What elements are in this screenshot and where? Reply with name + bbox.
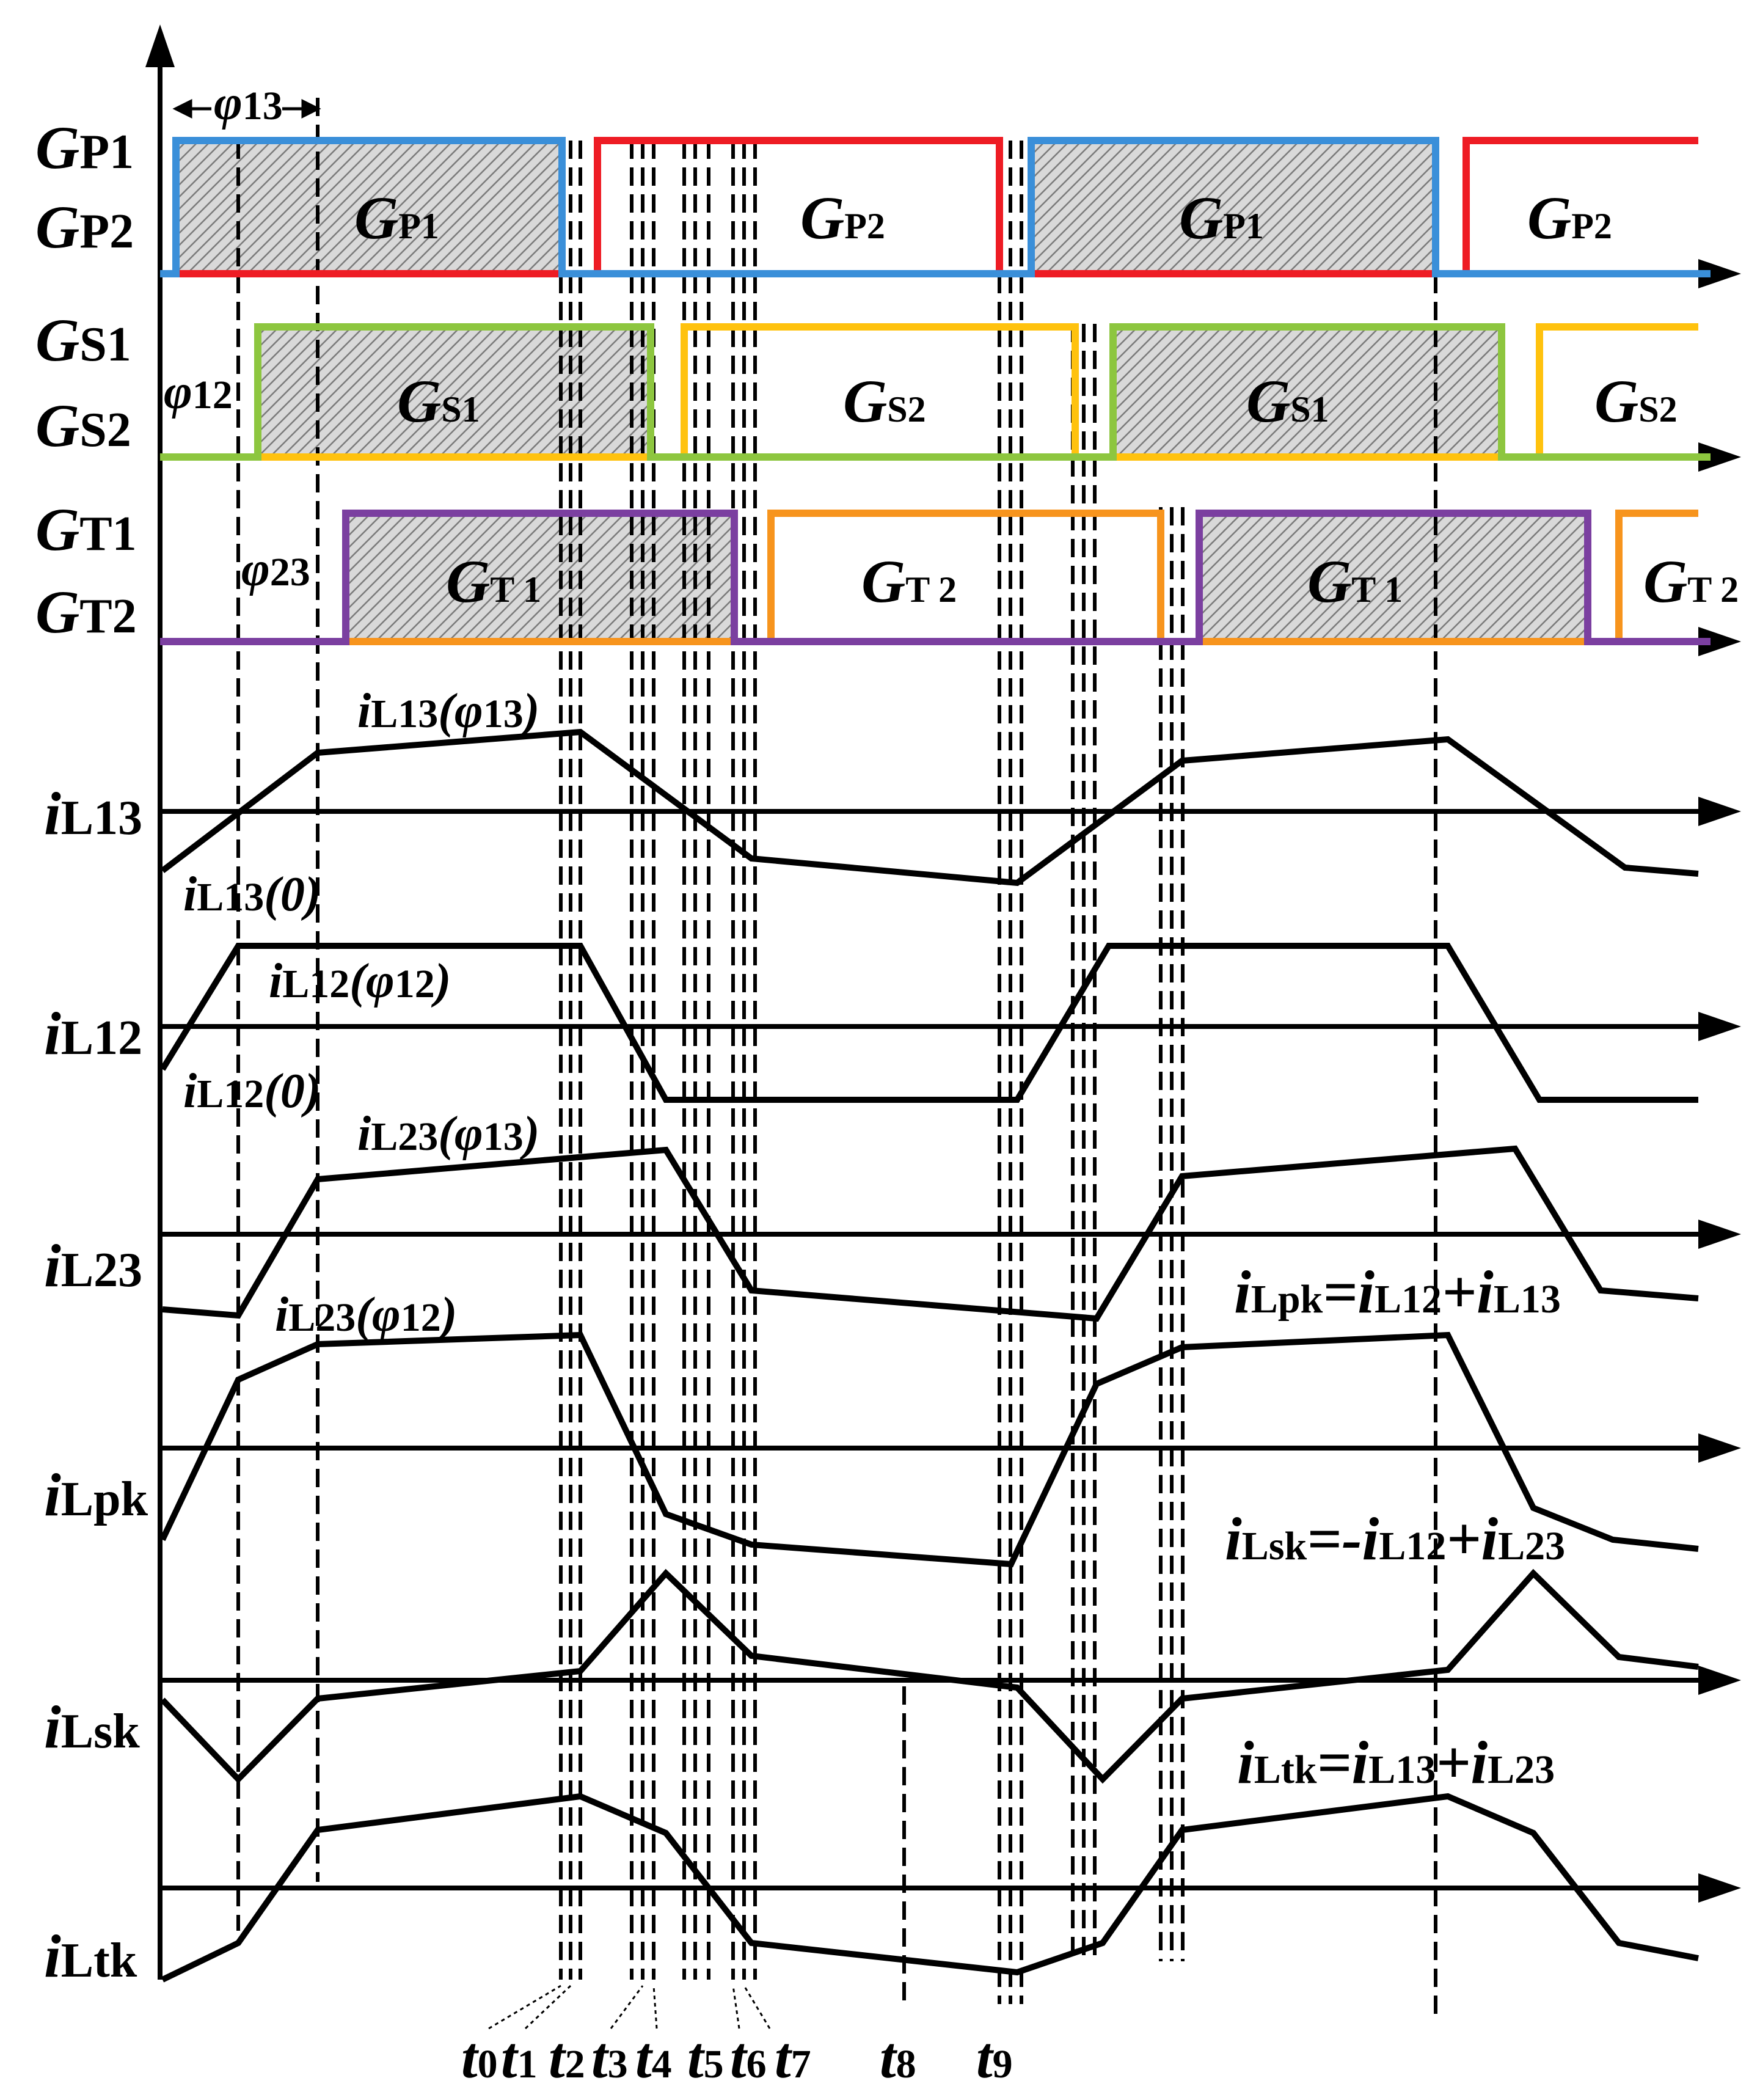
label-gs1: GS1 (35, 306, 131, 374)
pulse-label-gs1-2: GS1 (1246, 367, 1329, 435)
label-il13: iL13 (44, 780, 142, 847)
label-ilsk: iLsk (44, 1693, 140, 1761)
label-gt1: GT1 (35, 496, 137, 563)
gt1-waveform (160, 510, 1711, 645)
equations: iLpk=iL12+iL13 iLsk=-iL12+iL23 iLtk=iL13… (1225, 1258, 1565, 1796)
phase-labels: φ13 φ12 φ23 (164, 76, 310, 596)
annot-il13-0: iL13(0) (183, 868, 321, 921)
gs1-waveform (160, 323, 1711, 461)
time-label-t6: t6 (730, 2025, 767, 2090)
axis-arrows (1698, 259, 1741, 1903)
pulse-label-gs2-2: GS2 (1594, 367, 1678, 435)
pulse-label-gt1-2: GT 1 (1307, 547, 1403, 615)
ilpk-waveform (159, 1331, 1699, 1568)
vertical-axis-arrow (145, 24, 175, 67)
il23-waveform (162, 1145, 1699, 1322)
time-label-t3: t3 (591, 2025, 628, 2090)
time-label-t5: t5 (687, 2025, 724, 2090)
pulse-label-gp1: GP1 (354, 184, 439, 252)
annot-il23-phi12: iL23(φ12) (275, 1288, 457, 1342)
label-gp1: GP1 (35, 114, 134, 181)
label-gt2: GT2 (35, 578, 137, 646)
gate-row-labels: GP1 GP2 GS1 GS2 GT1 GT2 (35, 114, 137, 646)
annot-il12-phi12: iL12(φ12) (269, 954, 451, 1008)
annot-il23-phi13: iL23(φ13) (357, 1107, 539, 1161)
phase-label-phi12: φ12 (164, 365, 233, 419)
label-gs2: GS2 (35, 392, 131, 459)
pulse-label-gt1: GT 1 (446, 547, 541, 615)
equation-ilpk: iLpk=iL12+iL13 (1234, 1258, 1561, 1326)
il13-waveform (160, 728, 1699, 887)
pulse-label-gp2: GP2 (800, 184, 885, 252)
time-label-t9: t9 (976, 2025, 1013, 2090)
pulse-label-gp1-2: GP1 (1179, 184, 1264, 252)
phase-arrows (172, 98, 321, 119)
time-label-t8: t8 (880, 2025, 916, 2090)
current-annotations: iL13(φ13) iL13(0) iL12(φ12) iL12(0) iL23… (183, 684, 539, 1342)
current-row-labels: iL13 iL12 iL23 iLpk iLsk iLtk (44, 780, 148, 1990)
gs2-waveform (160, 323, 1698, 461)
time-label-t2: t2 (549, 2025, 585, 2090)
label-il23: iL23 (44, 1232, 142, 1300)
il12-waveform (159, 943, 1698, 1103)
time-label-t0: t0 (461, 2025, 498, 2090)
gate-waveforms (160, 137, 1711, 645)
time-label-leaders (488, 1985, 771, 2030)
phase-label-phi13: φ13 (214, 76, 283, 130)
ilsk-waveform (160, 1568, 1699, 1784)
equation-iltk: iLtk=iL13+iL23 (1237, 1729, 1555, 1796)
annot-il12-0: iL12(0) (183, 1064, 321, 1118)
pulse-label-gs2: GS2 (843, 367, 926, 435)
pulse-labels: GP1 GP2 GP1 GP2 GS1 GS2 GS1 GS2 GT 1 GT … (354, 184, 1739, 615)
phase-label-phi23: φ23 (241, 543, 310, 596)
label-ilpk: iLpk (44, 1461, 148, 1529)
label-iltk: iLtk (44, 1922, 137, 1990)
time-labels: t0 t1 t2 t3 t4 t5 t6 t7 t8 t9 (461, 2025, 1013, 2090)
pulse-label-gs1: GS1 (397, 367, 480, 435)
time-label-t1: t1 (501, 2025, 538, 2090)
current-waveforms (159, 728, 1699, 1983)
iltk-waveform (161, 1793, 1699, 1983)
label-gp2: GP2 (35, 193, 134, 261)
pulse-label-gp2-2: GP2 (1527, 184, 1612, 252)
time-label-t7: t7 (775, 2025, 811, 2090)
gp1-waveform (160, 137, 1711, 277)
equation-ilsk: iLsk=-iL12+iL23 (1225, 1505, 1565, 1573)
label-il12: iL12 (44, 1000, 142, 1067)
annot-il13-phi13: iL13(φ13) (357, 684, 539, 738)
pulse-label-gt2: GT 2 (861, 547, 957, 615)
time-label-t4: t4 (635, 2025, 672, 2090)
pulse-label-gt2-2: GT 2 (1643, 547, 1739, 615)
